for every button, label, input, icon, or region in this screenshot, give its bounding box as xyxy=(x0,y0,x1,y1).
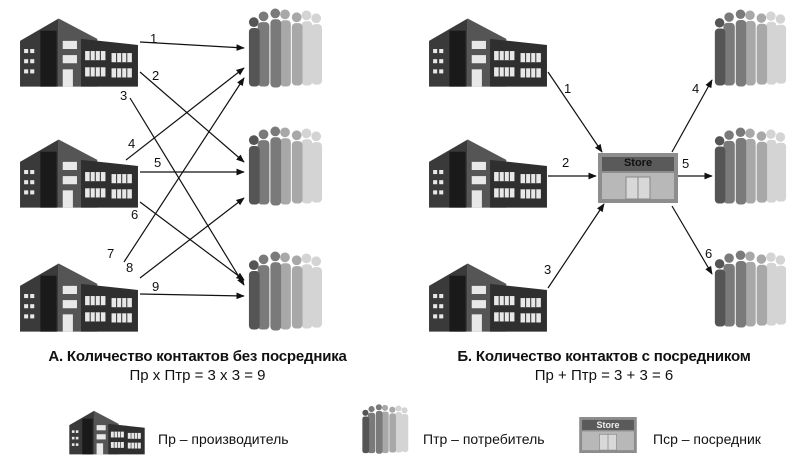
legend-consumer-label: Птр – потребитель xyxy=(423,431,545,447)
contact-arrow xyxy=(123,77,245,263)
consumer-icon xyxy=(714,250,787,328)
arrow-label: 8 xyxy=(126,260,133,275)
panel-a-caption: А. Количество контактов без посредника П… xyxy=(0,348,395,384)
arrow-label: 4 xyxy=(692,81,699,96)
consumer-icon xyxy=(714,127,787,205)
consumer-icon xyxy=(248,8,323,88)
panel-b-formula: Пр + Птр = 3 + 3 = 6 xyxy=(534,367,674,384)
consumer-icon xyxy=(248,126,323,206)
arrow-label: 1 xyxy=(564,81,571,96)
contact-arrow xyxy=(671,79,713,153)
legend-consumer-icon xyxy=(362,404,409,454)
legend-intermediary-label: Пср – посредник xyxy=(653,431,761,447)
contact-arrow xyxy=(139,41,245,51)
arrow-label: 7 xyxy=(107,246,114,261)
arrow-label: 5 xyxy=(154,155,161,170)
contact-arrow xyxy=(129,97,245,286)
contact-arrow xyxy=(139,201,245,281)
store-sign: Store xyxy=(624,157,652,169)
consumer-icon xyxy=(714,9,787,87)
arrow-label: 3 xyxy=(544,262,551,277)
arrow-label: 4 xyxy=(128,136,135,151)
contact-arrow xyxy=(547,203,605,289)
arrow-label: 5 xyxy=(682,156,689,171)
producer-icon xyxy=(19,17,139,87)
consumer-icon xyxy=(248,251,323,331)
producer-icon xyxy=(428,138,548,208)
contact-arrow xyxy=(139,197,245,279)
panel-a-title: А. Количество контактов без посредника xyxy=(48,348,347,365)
panel-b-title: Б. Количество контактов с посредником xyxy=(457,348,751,365)
producer-icon xyxy=(428,17,548,87)
arrow-label: 9 xyxy=(152,279,159,294)
panel-b-caption: Б. Количество контактов с посредником Пр… xyxy=(418,348,790,384)
legend-producer-icon xyxy=(68,410,146,455)
arrow-label: 6 xyxy=(705,246,712,261)
contact-arrow xyxy=(125,67,245,161)
panel-a-formula: Пр х Птр = 3 х 3 = 9 xyxy=(129,367,266,384)
arrow-label: 2 xyxy=(562,155,569,170)
legend-producer-label: Пр – производитель xyxy=(158,431,289,447)
legend-store-sign: Store xyxy=(596,420,619,430)
panel-a-arrows xyxy=(123,41,245,300)
panel-a-arrow-labels: 1 2 3 4 5 6 7 8 9 xyxy=(107,31,161,294)
producer-icon xyxy=(19,262,139,332)
contact-arrow xyxy=(671,205,713,275)
producer-icon xyxy=(19,138,139,208)
panel-b-arrows xyxy=(547,71,713,289)
arrow-label: 2 xyxy=(152,68,159,83)
arrow-label: 3 xyxy=(120,88,127,103)
contact-arrow xyxy=(139,292,245,300)
arrow-label: 6 xyxy=(131,207,138,222)
producer-icon xyxy=(428,262,548,332)
arrow-label: 1 xyxy=(150,31,157,46)
contact-arrow xyxy=(547,71,603,153)
contact-arrow xyxy=(139,71,245,163)
panel-b-arrow-labels: 1 2 3 4 5 6 xyxy=(544,81,712,277)
